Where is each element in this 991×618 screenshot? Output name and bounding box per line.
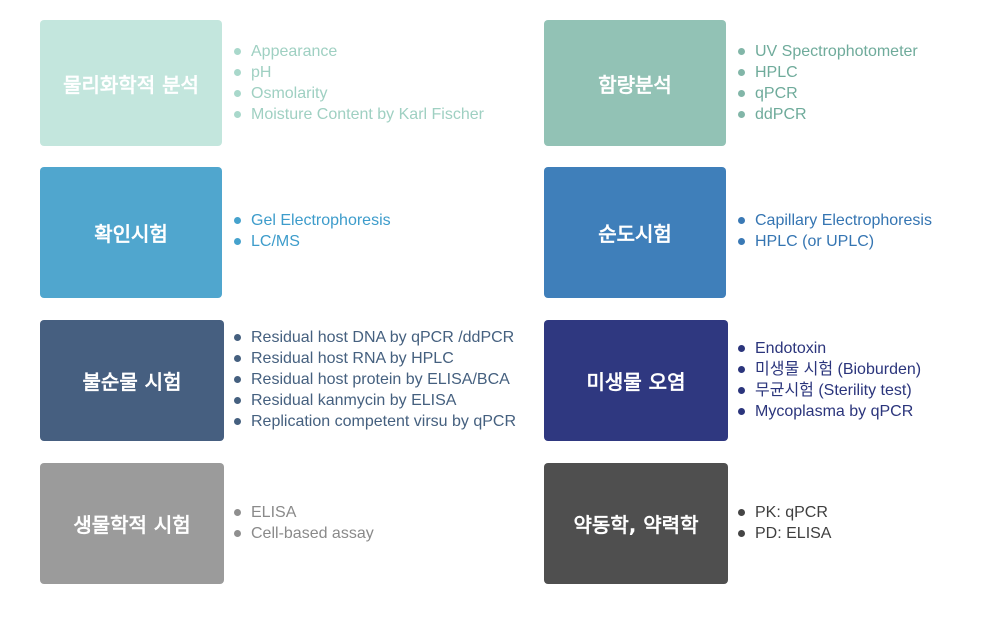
list-item: Gel Electrophoresis xyxy=(234,210,391,231)
bullet-icon xyxy=(738,111,745,118)
bullet-icon xyxy=(738,509,745,516)
category-card-identity: 확인시험 xyxy=(40,167,222,298)
list-item: Endotoxin xyxy=(738,338,921,359)
category-title: 순도시험 xyxy=(598,222,672,246)
list-item: Cell-based assay xyxy=(234,523,374,544)
bullet-icon xyxy=(738,90,745,97)
list-item: LC/MS xyxy=(234,231,391,252)
category-card-content: 함량분석 xyxy=(544,20,726,146)
list-item: Appearance xyxy=(234,41,484,62)
category-card-microbial: 미생물 오염 xyxy=(544,320,728,441)
list-item: PD: ELISA xyxy=(738,523,831,544)
method-list-microbial: Endotoxin 미생물 시험 (Bioburden) 무균시험 (Steri… xyxy=(738,338,921,422)
list-item: qPCR xyxy=(738,83,918,104)
list-item: Residual host RNA by HPLC xyxy=(234,348,516,369)
bullet-icon xyxy=(234,69,241,76)
method-list-identity: Gel Electrophoresis LC/MS xyxy=(234,210,391,252)
list-item: Osmolarity xyxy=(234,83,484,104)
bullet-icon xyxy=(738,217,745,224)
bullet-icon xyxy=(234,397,241,404)
method-list-physchem: Appearance pH Osmolarity Moisture Conten… xyxy=(234,41,484,125)
list-item: Moisture Content by Karl Fischer xyxy=(234,104,484,125)
category-title: 물리화학적 분석 xyxy=(63,72,199,97)
category-card-impurity: 불순물 시험 xyxy=(40,320,224,441)
bullet-icon xyxy=(234,355,241,362)
list-item: HPLC (or UPLC) xyxy=(738,231,932,252)
category-title: 확인시험 xyxy=(94,222,168,246)
list-item: Replication competent virsu by qPCR xyxy=(234,411,516,432)
list-item: Capillary Electrophoresis xyxy=(738,210,932,231)
bullet-icon xyxy=(234,530,241,537)
bullet-icon xyxy=(234,111,241,118)
method-list-purity: Capillary Electrophoresis HPLC (or UPLC) xyxy=(738,210,932,252)
list-item: Residual host DNA by qPCR /ddPCR xyxy=(234,327,516,348)
list-item: 무균시험 (Sterility test) xyxy=(738,380,921,401)
category-card-pkpd: 약동학, 약력학 xyxy=(544,463,728,584)
list-item: ELISA xyxy=(234,502,374,523)
method-list-impurity: Residual host DNA by qPCR /ddPCR Residua… xyxy=(234,327,516,432)
list-item: Residual host protein by ELISA/BCA xyxy=(234,369,516,390)
list-item: HPLC xyxy=(738,62,918,83)
bullet-icon xyxy=(738,366,745,373)
category-title: 불순물 시험 xyxy=(82,370,182,394)
list-item: Residual kanmycin by ELISA xyxy=(234,390,516,411)
method-list-pkpd: PK: qPCR PD: ELISA xyxy=(738,502,831,544)
bullet-icon xyxy=(738,345,745,352)
bullet-icon xyxy=(234,217,241,224)
list-item: PK: qPCR xyxy=(738,502,831,523)
bullet-icon xyxy=(234,509,241,516)
bullet-icon xyxy=(234,238,241,245)
list-item: 미생물 시험 (Bioburden) xyxy=(738,359,921,380)
category-title: 생물학적 시험 xyxy=(73,513,191,537)
bullet-icon xyxy=(738,387,745,394)
category-title: 미생물 오염 xyxy=(586,370,686,394)
bullet-icon xyxy=(234,334,241,341)
bullet-icon xyxy=(738,69,745,76)
list-item: pH xyxy=(234,62,484,83)
list-item: ddPCR xyxy=(738,104,918,125)
category-card-bioassay: 생물학적 시험 xyxy=(40,463,224,584)
list-item: Mycoplasma by qPCR xyxy=(738,401,921,422)
bullet-icon xyxy=(234,48,241,55)
category-title: 함량분석 xyxy=(598,72,672,97)
bullet-icon xyxy=(738,238,745,245)
bullet-icon xyxy=(234,418,241,425)
bullet-icon xyxy=(234,376,241,383)
bullet-icon xyxy=(738,48,745,55)
method-list-bioassay: ELISA Cell-based assay xyxy=(234,502,374,544)
bullet-icon xyxy=(738,408,745,415)
method-list-content: UV Spectrophotometer HPLC qPCR ddPCR xyxy=(738,41,918,125)
category-card-purity: 순도시험 xyxy=(544,167,726,298)
category-card-physchem: 물리화학적 분석 xyxy=(40,20,222,146)
category-title: 약동학, 약력학 xyxy=(573,513,699,537)
bullet-icon xyxy=(234,90,241,97)
list-item: UV Spectrophotometer xyxy=(738,41,918,62)
bullet-icon xyxy=(738,530,745,537)
